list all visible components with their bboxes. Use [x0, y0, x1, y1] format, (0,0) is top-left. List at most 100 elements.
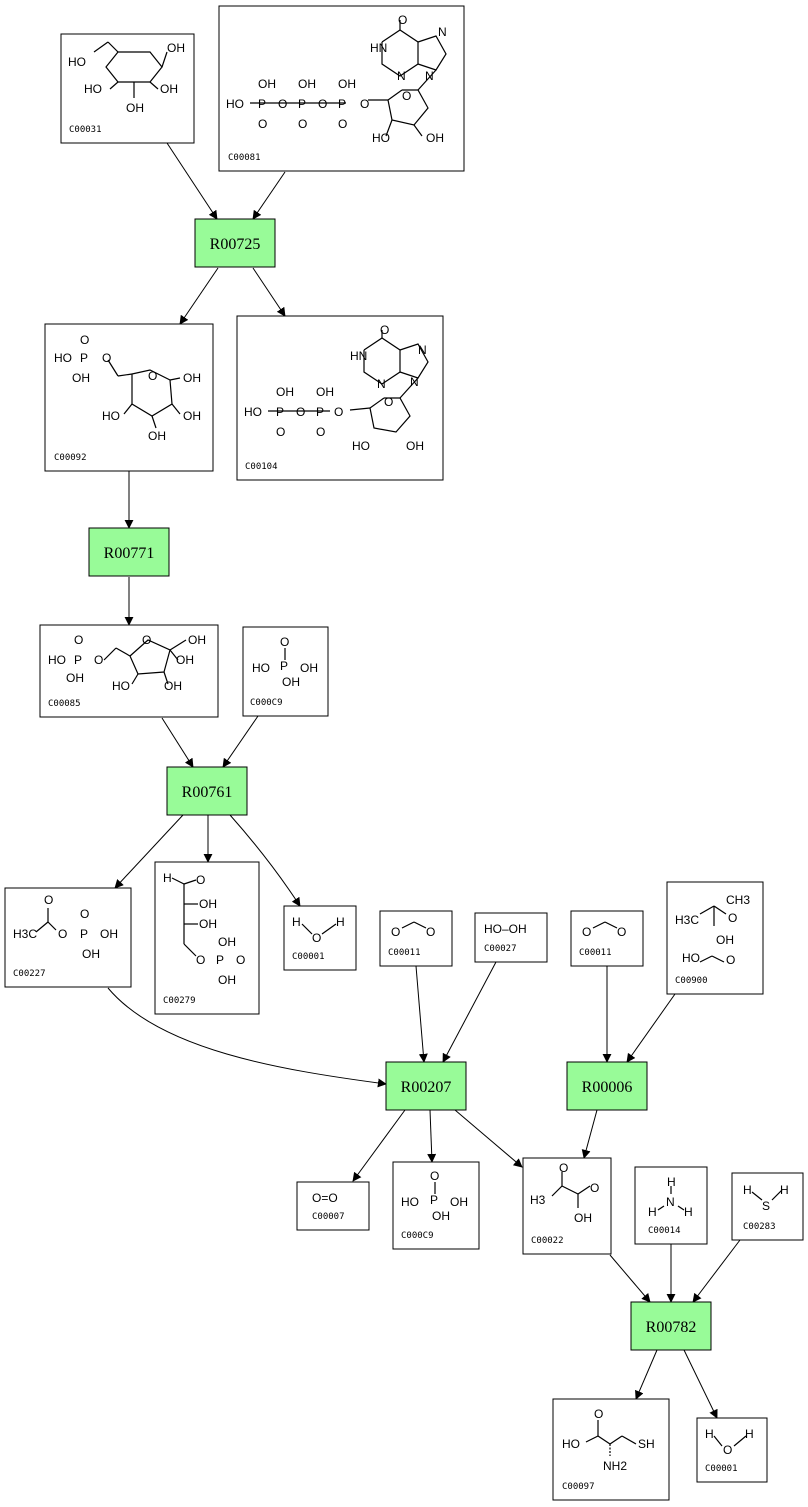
- atom-label: O: [594, 1407, 603, 1421]
- compound-C00009-upper[interactable]: O HO P OH OH C000C9: [242, 626, 329, 717]
- compound-C00081[interactable]: O HN N N N O O HO OH HO P O P O P OH OH …: [218, 5, 465, 172]
- atom-label: OH: [282, 675, 300, 689]
- atom-label: H: [684, 1205, 693, 1219]
- atom-label: OH: [316, 385, 334, 399]
- edge-r00207-c00022: [454, 1109, 523, 1168]
- atom-label: OH: [338, 77, 356, 91]
- atom-label: H: [705, 1427, 714, 1441]
- compound-label: C00011: [579, 948, 612, 958]
- atom-label: OH: [176, 653, 194, 667]
- atom-label: O: [44, 893, 53, 907]
- reaction-R00782[interactable]: R00782: [630, 1301, 712, 1351]
- edge-c00009-r00761: [222, 715, 259, 768]
- atom-label: O=O: [312, 1191, 338, 1205]
- edge-r00725-c00092: [179, 267, 219, 325]
- compound-C00022[interactable]: O H3 O OH C00022: [522, 1157, 612, 1255]
- reaction-R00771[interactable]: R00771: [88, 527, 170, 577]
- reaction-R00006[interactable]: R00006: [566, 1061, 648, 1111]
- reaction-label: R00725: [210, 236, 261, 253]
- atom-label: O: [74, 633, 83, 647]
- atom-label: P: [430, 1193, 438, 1207]
- edge-r00725-c00104: [252, 267, 286, 317]
- atom-label: O: [80, 907, 89, 921]
- compound-label: C000C9: [401, 1231, 434, 1241]
- reaction-label: R00782: [646, 1319, 697, 1336]
- compound-C00227[interactable]: H3C O O P O OH OH C00227: [4, 887, 132, 988]
- compound-C00085[interactable]: HO P O O OH O OH OH HO OH C00085: [39, 624, 219, 718]
- atom-label: P: [316, 405, 324, 419]
- compound-C00009-lower[interactable]: O HO P OH OH C000C9: [392, 1161, 480, 1250]
- edge-r00761-c00001: [229, 814, 301, 907]
- compound-label: C000C9: [250, 698, 283, 708]
- atom-label: OH: [450, 1195, 468, 1209]
- compound-C00283[interactable]: H S H C00283: [731, 1172, 804, 1241]
- atom-label: HO: [252, 661, 270, 675]
- compound-C00001-upper[interactable]: H O H C00001: [283, 905, 357, 971]
- edge-r00782-c00097: [635, 1349, 658, 1400]
- compound-C00014[interactable]: H N H H C00014: [634, 1166, 708, 1245]
- compound-C00279[interactable]: H O OH OH O P O OH OH C00279: [154, 861, 260, 1015]
- atom-label: O: [196, 873, 205, 887]
- compound-C00011-right[interactable]: O O C00011: [570, 910, 644, 967]
- compound-C00027[interactable]: HO–OH C00027: [474, 912, 548, 963]
- atom-label: O: [391, 925, 400, 939]
- atom-label: O: [276, 425, 285, 439]
- edge-c00900-r00006: [626, 993, 676, 1063]
- atom-label: HO: [68, 55, 86, 69]
- atom-label: O: [617, 925, 626, 939]
- atom-label: O: [142, 633, 151, 647]
- reaction-R00761[interactable]: R00761: [166, 766, 248, 816]
- atom-label: O: [559, 1161, 568, 1175]
- atom-label: O: [298, 117, 307, 131]
- compound-C00031[interactable]: HO OH OH HO OH C00031: [60, 33, 195, 144]
- atom-label: HO: [112, 679, 130, 693]
- atom-label: CH3: [726, 893, 750, 907]
- compound-C00104[interactable]: O HN N N N O O HO OH HO P O P OH OH O O …: [236, 315, 444, 481]
- edge-c00227-r00207: [107, 987, 387, 1088]
- atom-label: P: [298, 97, 306, 111]
- compound-label: C00031: [69, 125, 102, 135]
- atom-label: O: [58, 927, 67, 941]
- compound-label: C00104: [245, 462, 278, 472]
- compound-C00097[interactable]: O HO SH NH2 C00097: [552, 1398, 670, 1501]
- atom-label: O: [402, 89, 411, 103]
- compound-label: C00092: [54, 453, 87, 463]
- atom-label: OH: [160, 82, 178, 96]
- edge-r00782-c00001: [683, 1349, 718, 1419]
- compound-C00001-lower[interactable]: H O H C00001: [696, 1417, 768, 1483]
- reaction-label: R00006: [582, 1079, 633, 1096]
- atom-label: O: [278, 97, 287, 111]
- compound-C00011-left[interactable]: O O C00011: [379, 910, 453, 967]
- atom-label: H: [292, 915, 301, 929]
- atom-label: OH: [148, 429, 166, 443]
- atom-label: N: [418, 343, 427, 357]
- atom-label: OH: [426, 131, 444, 145]
- compound-C00007[interactable]: O=O C00007: [296, 1181, 370, 1231]
- reaction-R00725[interactable]: R00725: [194, 218, 276, 268]
- atom-label: H: [667, 1175, 676, 1189]
- atom-label: O: [590, 1181, 599, 1195]
- atom-label: H: [745, 1427, 754, 1441]
- compound-label: C00900: [675, 976, 708, 986]
- atom-label: O: [312, 931, 321, 945]
- atom-label: P: [280, 659, 288, 673]
- atom-label: O: [334, 405, 343, 419]
- reaction-R00207[interactable]: R00207: [385, 1061, 467, 1111]
- atom-label: OH: [432, 1209, 450, 1223]
- atom-label: OH: [188, 633, 206, 647]
- compound-C00900[interactable]: CH3 H3C O OH HO O C00900: [666, 881, 764, 995]
- atom-label: HN: [350, 349, 367, 363]
- atom-label: HO: [562, 1437, 580, 1451]
- atom-label: O: [102, 351, 111, 365]
- atom-label: O: [280, 635, 289, 649]
- atom-label: N: [438, 25, 447, 39]
- edge-r00207-c00009: [427, 1109, 437, 1163]
- atom-label: H: [336, 915, 345, 929]
- atom-label: OH: [183, 371, 201, 385]
- atom-label: O: [296, 405, 305, 419]
- compound-C00092[interactable]: HO P O O OH O OH OH HO OH C00092: [44, 323, 214, 472]
- edge-c00011-r00207: [415, 965, 428, 1063]
- compound-label: C00279: [163, 996, 196, 1006]
- atom-label: OH: [276, 385, 294, 399]
- atom-label: H: [163, 871, 172, 885]
